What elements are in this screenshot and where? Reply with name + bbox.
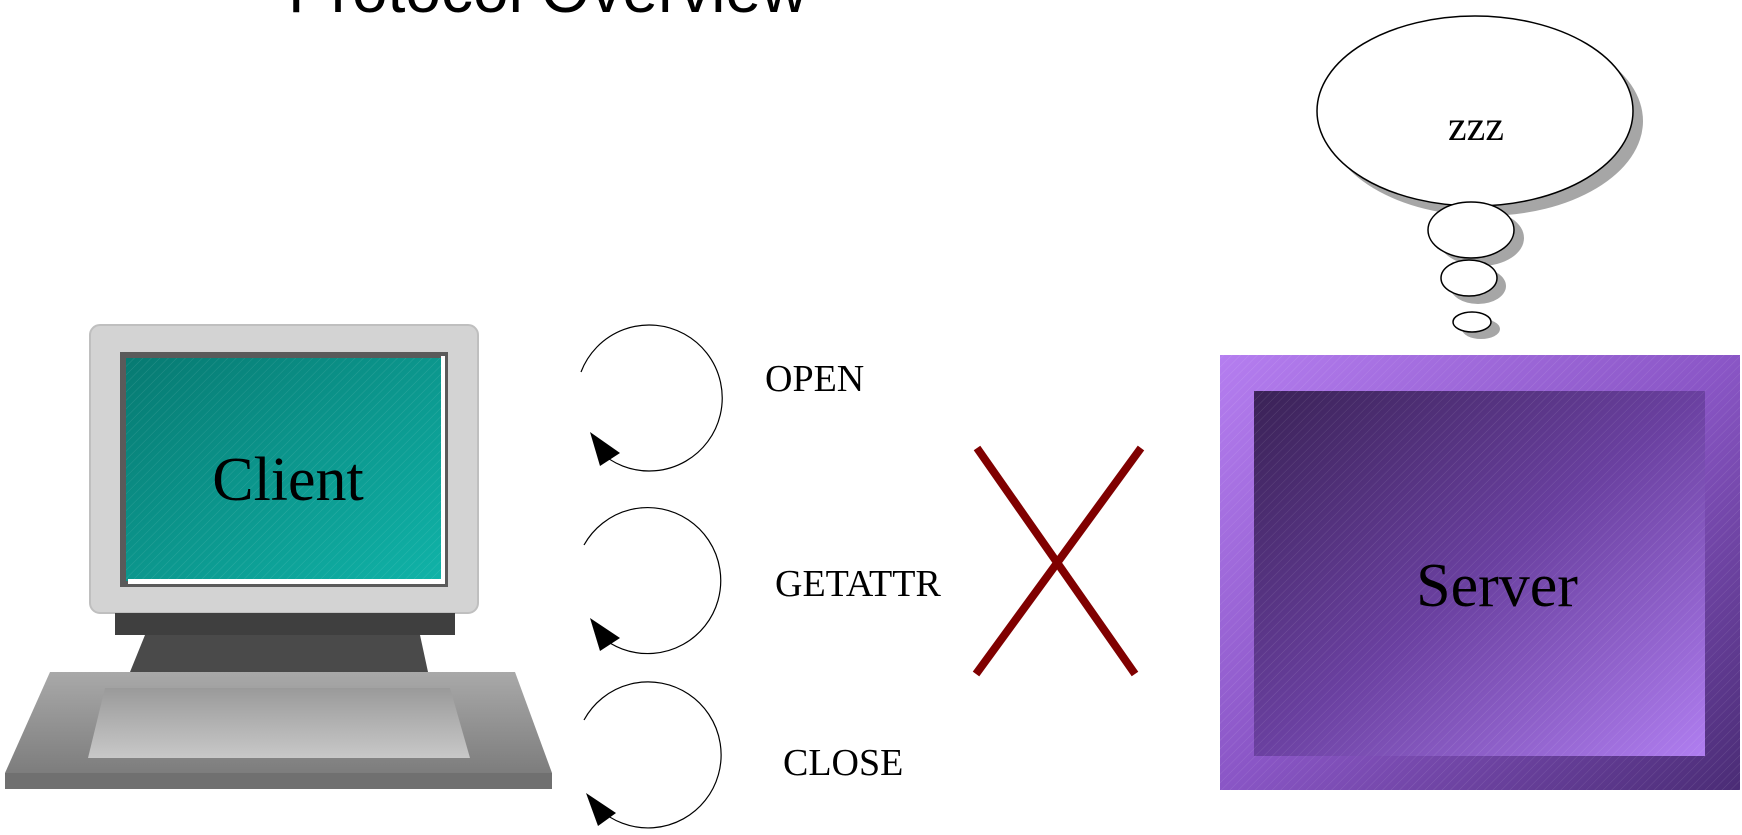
thought-bubble-text: zzz: [1448, 104, 1504, 150]
operation-label-getattr: GETATTR: [775, 563, 941, 605]
operation-label-open: OPEN: [765, 358, 864, 400]
slide-title: Protocol Overview: [288, 0, 807, 22]
server-label: Server: [1416, 552, 1578, 620]
arrowhead-icon: [590, 618, 620, 651]
client-label: Client: [212, 446, 364, 514]
client-computer: Client: [5, 324, 552, 789]
operation-label-close: CLOSE: [783, 742, 903, 784]
arrowhead-icon: [586, 793, 616, 826]
operation-loop-getattr: GETATTR: [583, 506, 941, 655]
monitor-base: [115, 613, 455, 635]
arrowhead-icon: [590, 432, 620, 466]
operation-loop-close: CLOSE: [583, 681, 903, 829]
monitor-stand: [130, 635, 428, 672]
server-box: Server: [1220, 355, 1740, 790]
operation-loop-open: OPEN: [580, 324, 864, 472]
cross-mark-icon: [972, 445, 1145, 677]
thought-bubble: zzz: [1316, 15, 1643, 339]
